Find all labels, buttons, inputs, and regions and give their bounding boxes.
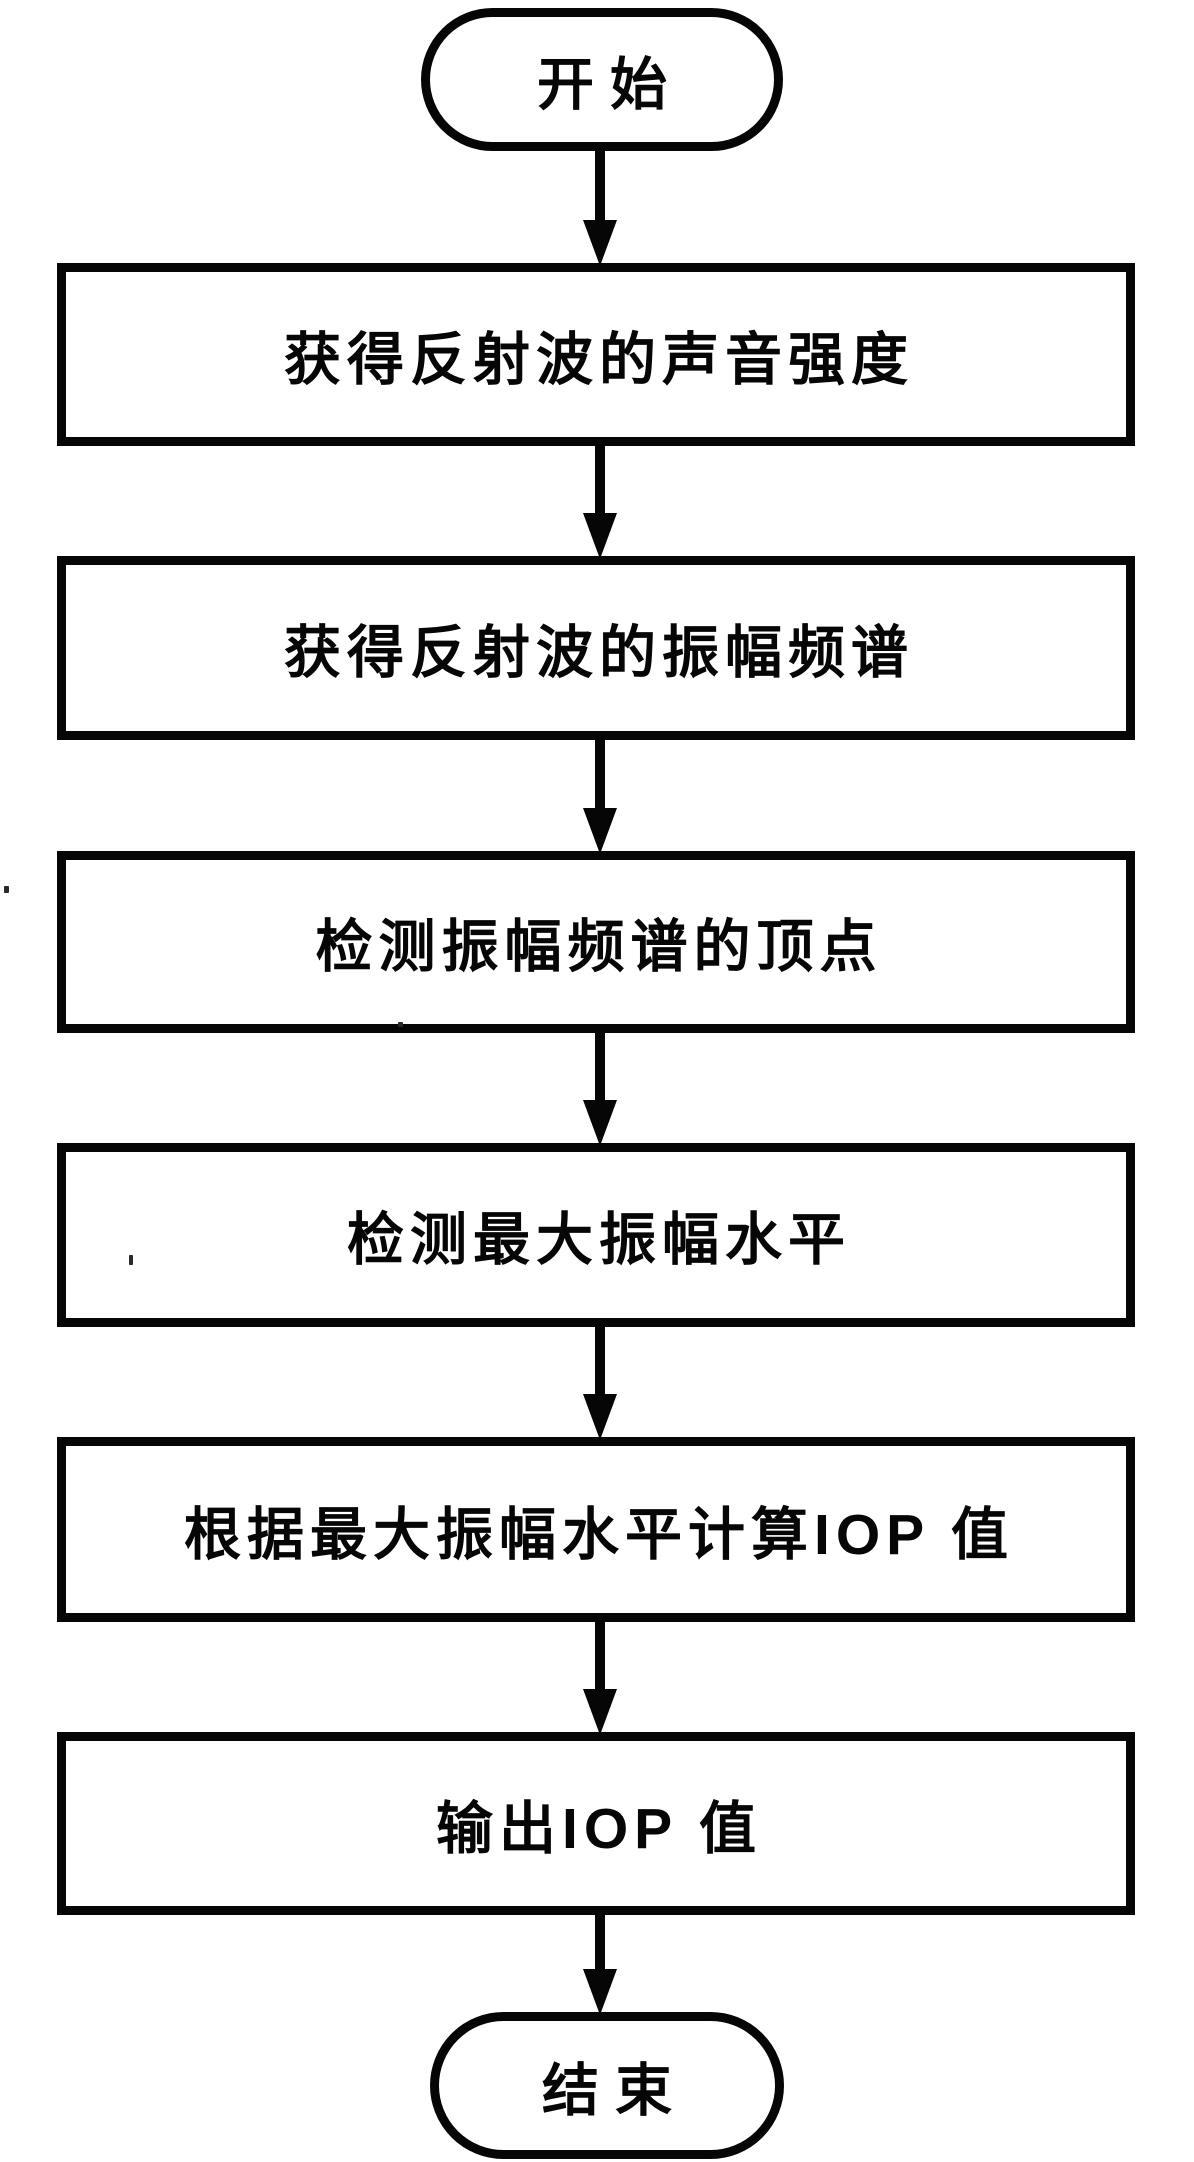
arrow-connector-step6-to-end — [583, 1911, 617, 2015]
arrow-down-icon — [583, 1969, 617, 2015]
process-node-step2: 获得反射波的振幅频谱 — [57, 556, 1135, 740]
end-node-label: 结束 — [542, 2058, 688, 2123]
arrow-line — [595, 1030, 605, 1100]
arrow-line — [595, 148, 605, 220]
scan-noise-speck — [4, 886, 9, 893]
arrow-connector-step4-to-step5 — [583, 1324, 617, 1440]
arrow-down-icon — [583, 808, 617, 854]
process-node-label: 输出IOP 值 — [436, 1796, 762, 1861]
scan-noise-speck — [398, 1022, 403, 1027]
arrow-down-icon — [583, 1394, 617, 1440]
process-node-step6: 输出IOP 值 — [57, 1732, 1135, 1915]
arrow-down-icon — [583, 220, 617, 266]
process-node-label: 检测振幅频谱的顶点 — [315, 915, 883, 979]
arrow-connector-start-to-step1 — [583, 148, 617, 266]
process-node-step4: 检测最大振幅水平 — [57, 1143, 1135, 1327]
arrow-line — [595, 1619, 605, 1689]
process-node-step1: 获得反射波的声音强度 — [57, 263, 1135, 446]
arrow-line — [595, 737, 605, 808]
arrow-down-icon — [583, 1689, 617, 1735]
process-node-step5: 根据最大振幅水平计算IOP 值 — [57, 1437, 1135, 1622]
scan-noise-speck — [129, 1255, 133, 1265]
arrow-down-icon — [583, 513, 617, 559]
arrow-connector-step5-to-step6 — [583, 1619, 617, 1735]
arrow-line — [595, 443, 605, 513]
arrow-connector-step2-to-step3 — [583, 737, 617, 854]
process-node-label: 根据最大振幅水平计算IOP 值 — [184, 1502, 1014, 1567]
process-node-label: 获得反射波的声音强度 — [284, 327, 914, 392]
start-node-label: 开始 — [537, 52, 683, 117]
end-terminal-node: 结束 — [430, 2012, 784, 2159]
arrow-line — [595, 1324, 605, 1394]
arrow-line — [595, 1911, 605, 1969]
start-terminal-node: 开始 — [421, 8, 783, 151]
arrow-connector-step1-to-step2 — [583, 443, 617, 559]
process-node-label: 获得反射波的振幅频谱 — [284, 621, 914, 685]
process-node-step3: 检测振幅频谱的顶点 — [57, 851, 1135, 1033]
arrow-down-icon — [583, 1100, 617, 1146]
process-node-label: 检测最大振幅水平 — [347, 1208, 851, 1272]
arrow-connector-step3-to-step4 — [583, 1030, 617, 1146]
